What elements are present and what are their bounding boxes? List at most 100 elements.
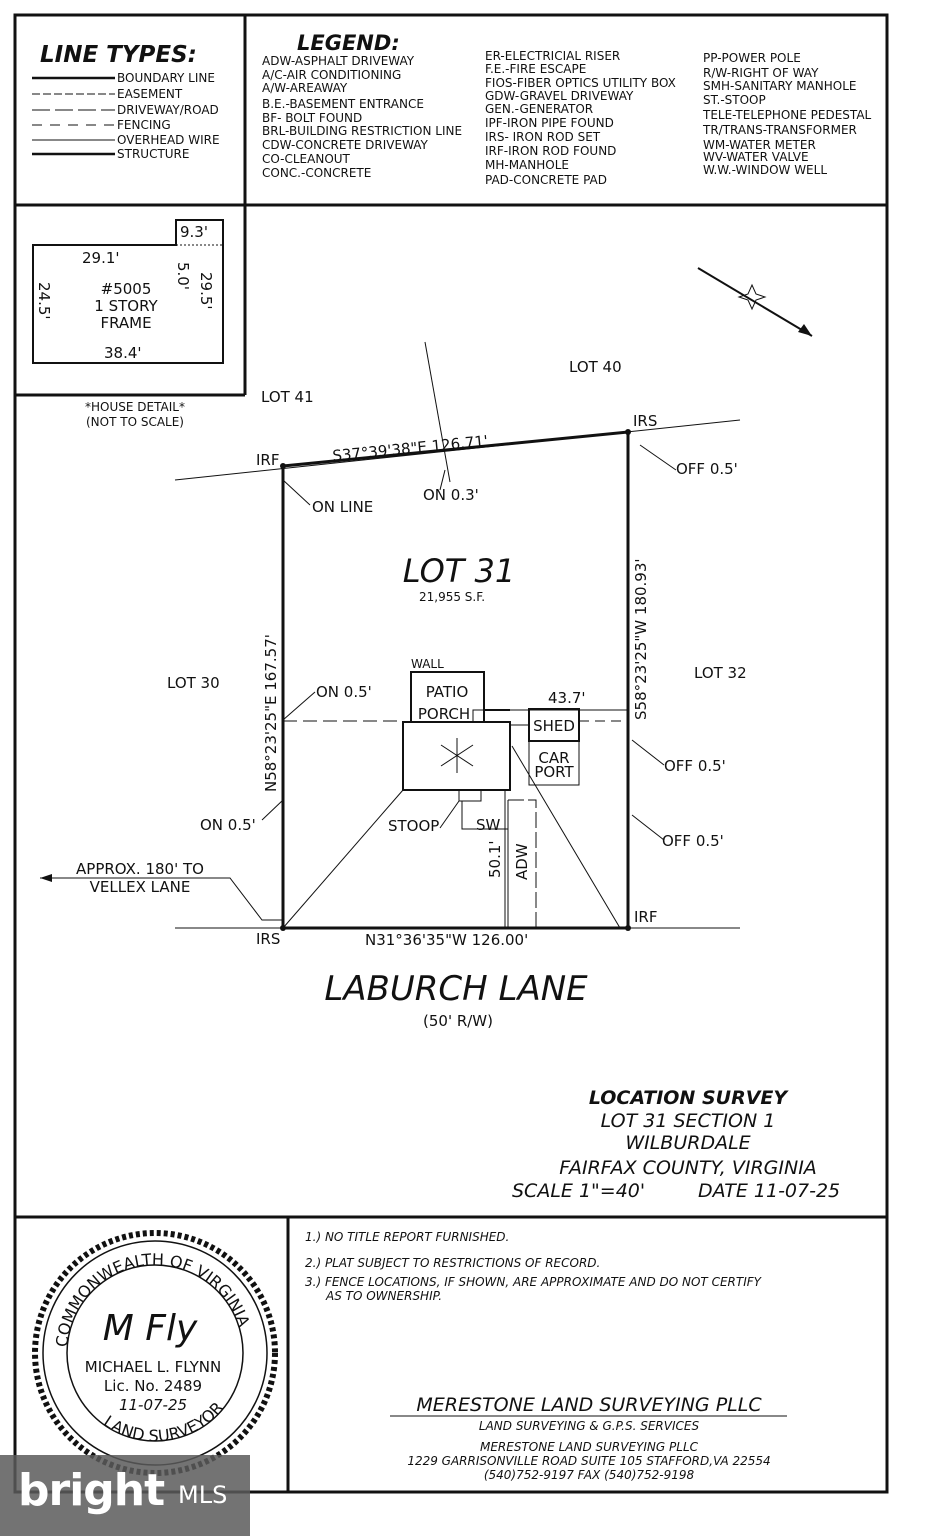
plat-label: IRS xyxy=(256,930,280,948)
plat-label: WILBURDALE xyxy=(625,1132,750,1154)
legend-item: CO-CLEANOUT xyxy=(262,152,351,166)
legend-item: A/W-AREAWAY xyxy=(262,81,348,95)
plat-label: VELLEX LANE xyxy=(90,878,191,896)
lot-area: 21,955 S.F. xyxy=(419,590,485,604)
east-bearing: S58°23'25"W 180.93' xyxy=(632,558,650,720)
plat-label: 1.) NO TITLE REPORT FURNISHED. xyxy=(305,1230,509,1244)
legend-item: A/C-AIR CONDITIONING xyxy=(262,68,401,82)
plat-label: ON 0.3' xyxy=(423,486,479,504)
lot-plat: LOT 40 LOT 41 LOT 30 LOT 32 S37°39'38"E … xyxy=(40,341,747,1030)
line-type-label: STRUCTURE xyxy=(117,147,189,161)
plat-label: AS TO OWNERSHIP. xyxy=(325,1289,442,1303)
bright-mls-watermark: bright MLS xyxy=(0,1455,250,1536)
plat-label: STOOP xyxy=(388,817,439,835)
plat-label: PATIO xyxy=(426,683,469,701)
plat-label: DATE 11-07-25 xyxy=(698,1180,840,1202)
line-type-label: EASEMENT xyxy=(117,87,183,101)
plat-label: OFF 0.5' xyxy=(664,757,726,775)
legend-title: LEGEND: xyxy=(297,31,400,55)
plat-label: IRF xyxy=(256,451,279,469)
legend-item: IPF-IRON PIPE FOUND xyxy=(485,116,614,130)
plat-label: 3.) FENCE LOCATIONS, IF SHOWN, ARE APPRO… xyxy=(305,1275,763,1289)
legend-item: MH-MANHOLE xyxy=(485,158,569,172)
plat-label: 1229 GARRISONVILLE ROAD SUITE 105 STAFFO… xyxy=(407,1454,770,1468)
legend-item: B.E.-BASEMENT ENTRANCE xyxy=(262,97,424,111)
legend-item: GEN.-GENERATOR xyxy=(485,102,593,116)
legend-item: WV-WATER VALVE xyxy=(703,150,809,164)
plat-label: MERESTONE LAND SURVEYING PLLC xyxy=(480,1440,699,1454)
legend-item: ST.-STOOP xyxy=(703,93,766,107)
plat-label: 29.5' xyxy=(197,272,215,310)
legend-item: F.E.-FIRE ESCAPE xyxy=(485,62,586,76)
legend-item: PP-POWER POLE xyxy=(703,51,801,65)
legend-panel: LEGEND: ADW-ASPHALT DRIVEWAY A/C-AIR CON… xyxy=(262,31,872,187)
legend-item: R/W-RIGHT OF WAY xyxy=(703,66,819,80)
legend-item: PAD-CONCRETE PAD xyxy=(485,173,607,187)
legend-item: CDW-CONCRETE DRIVEWAY xyxy=(262,138,429,152)
plat-label: PORCH xyxy=(418,705,470,723)
plat-label: SW xyxy=(476,816,501,834)
plat-label: WALL xyxy=(411,657,444,671)
plat-label: 24.5' xyxy=(35,282,53,320)
south-bearing: N31°36'35"W 126.00' xyxy=(365,931,528,949)
signature: M Fly xyxy=(103,1308,198,1349)
legend-item: TELE-TELEPHONE PEDESTAL xyxy=(702,108,872,122)
plat-label: ADW xyxy=(513,843,531,880)
right-of-way: (50' R/W) xyxy=(423,1012,493,1030)
plat-label: IRF xyxy=(634,908,657,926)
line-type-label: DRIVEWAY/ROAD xyxy=(117,103,219,117)
street-name: LABURCH LANE xyxy=(324,969,588,1009)
company-block: MERESTONE LAND SURVEYING PLLC LAND SURVE… xyxy=(390,1394,787,1482)
neighbor-lot-32: LOT 32 xyxy=(694,664,747,682)
legend-item: BRL-BUILDING RESTRICTION LINE xyxy=(262,124,462,138)
plat-label: LOT 31 SECTION 1 xyxy=(601,1110,776,1132)
plat-label: OFF 0.5' xyxy=(676,460,738,478)
plat-label: #5005 xyxy=(101,280,152,298)
legend-item: TR/TRANS-TRANSFORMER xyxy=(702,123,857,137)
plat-label: (NOT TO SCALE) xyxy=(86,415,184,429)
north-bearing: S37°39'38"E 126.71' xyxy=(332,432,489,465)
line-type-label: FENCING xyxy=(117,118,171,132)
plat-label: LOCATION SURVEY xyxy=(589,1087,790,1109)
plat-label: 29.1' xyxy=(82,249,120,267)
legend-item: FIOS-FIBER OPTICS UTILITY BOX xyxy=(485,76,676,90)
legend-item: IRS- IRON ROD SET xyxy=(485,130,601,144)
plat-label: OFF 0.5' xyxy=(662,832,724,850)
watermark-mls: MLS xyxy=(178,1481,228,1509)
legend-item: WM-WATER METER xyxy=(703,138,816,152)
general-notes: 1.) NO TITLE REPORT FURNISHED. 2.) PLAT … xyxy=(305,1230,763,1303)
plat-label: LAND SURVEYING & G.P.S. SERVICES xyxy=(479,1419,700,1433)
plat-label: ON 0.5' xyxy=(200,816,256,834)
west-bearing: N58°23'25"E 167.57' xyxy=(262,634,280,792)
plat-label: IRS xyxy=(633,412,657,430)
line-types-panel: LINE TYPES: BOUNDARY LINE EASEMENT DRIVE… xyxy=(32,42,220,161)
legend-item: IRF-IRON ROD FOUND xyxy=(485,144,616,158)
legend-item: ADW-ASPHALT DRIVEWAY xyxy=(262,54,415,68)
watermark-brand: bright xyxy=(18,1465,165,1516)
line-type-label: OVERHEAD WIRE xyxy=(117,133,220,147)
legend-item: GDW-GRAVEL DRIVEWAY xyxy=(485,89,634,103)
plat-label: ON LINE xyxy=(312,498,373,516)
plat-label: SHED xyxy=(533,717,575,735)
legend-item: SMH-SANITARY MANHOLE xyxy=(703,79,857,93)
plat-label: 50.1' xyxy=(486,840,504,878)
surveyor-seal: COMMONWEALTH OF VIRGINIA LAND SURVEYOR M… xyxy=(32,1230,278,1476)
plat-label: MERESTONE LAND SURVEYING PLLC xyxy=(416,1394,762,1416)
neighbor-lot-41: LOT 41 xyxy=(261,388,314,406)
plat-label: APPROX. 180' TO xyxy=(76,860,204,878)
north-arrow-icon xyxy=(697,267,813,337)
plat-label: 5.0' xyxy=(174,262,192,290)
plat-label: Lic. No. 2489 xyxy=(104,1377,202,1395)
plat-label: PORT xyxy=(534,763,574,781)
plat-label: ON 0.5' xyxy=(316,683,372,701)
neighbor-lot-30: LOT 30 xyxy=(167,674,220,692)
title-block: LOCATION SURVEY LOT 31 SECTION 1 WILBURD… xyxy=(512,1087,840,1202)
lot-title: LOT 31 xyxy=(403,552,515,590)
plat-label: (540)752-9197 FAX (540)752-9198 xyxy=(484,1468,695,1482)
plat-label: FAIRFAX COUNTY, VIRGINIA xyxy=(559,1157,817,1179)
plat-label: SCALE 1"=40' xyxy=(512,1180,645,1202)
neighbor-lot-40: LOT 40 xyxy=(569,358,622,376)
plat-label: *HOUSE DETAIL* xyxy=(85,400,185,414)
plat-label: 9.3' xyxy=(180,223,208,241)
plat-label: 2.) PLAT SUBJECT TO RESTRICTIONS OF RECO… xyxy=(305,1256,600,1270)
